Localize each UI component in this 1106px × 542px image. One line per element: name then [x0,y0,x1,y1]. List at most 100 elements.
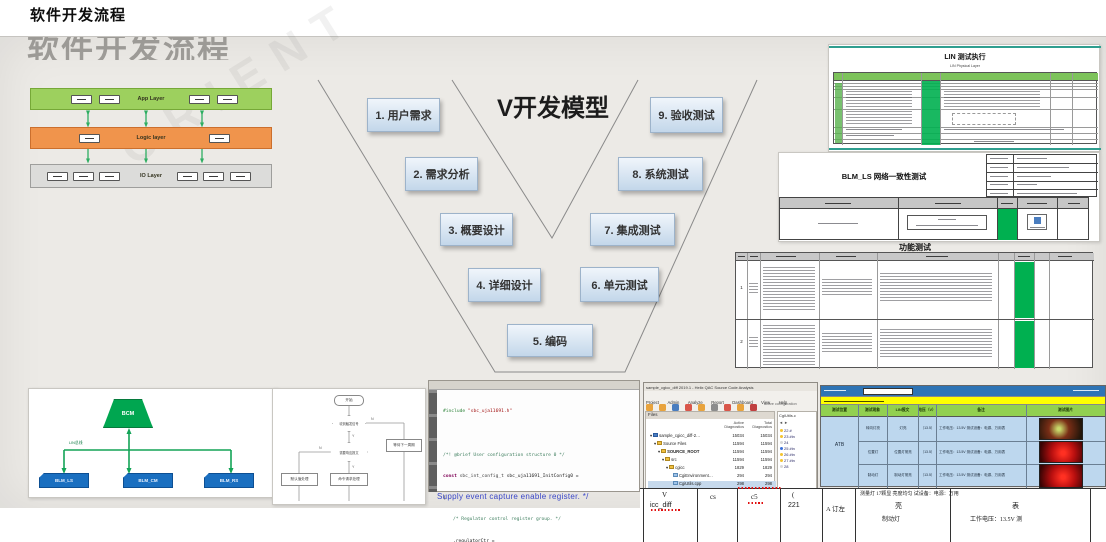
outline-line: 22 # [780,428,795,434]
excel-input-cell[interactable] [863,387,913,395]
toolbar-icon[interactable] [684,404,692,412]
blm-pass-cell [998,209,1017,240]
caret-icon[interactable]: ▾ [658,449,661,454]
vmodel-title: V开发模型 [497,95,610,122]
flow-box-mid: 命令请求处理 [330,473,368,486]
file-icon [673,481,678,485]
app-module-chip [189,95,210,104]
io-layer-bar: IO Layer [30,164,272,188]
folder-icon [665,457,671,461]
menu-report[interactable]: Report [711,400,724,405]
topology-diagram: BCM LIN总线 BLM_LS BLM_CM BLM_RS [28,388,278,498]
strip-partial-line: 测量灯 17颗显 亮度均匀 试设备：电源：万用 [860,492,959,497]
toolbar-icon[interactable] [723,404,731,412]
active-configuration-label: active configuration [764,402,797,406]
strip-text: icc_diff [650,502,672,509]
io-layer-label: IO Layer [139,173,162,179]
excel-cell: （13.5） [920,426,935,430]
test-photo [1039,441,1083,463]
flow-label-yes-1: Y [352,434,355,438]
editor-tab[interactable]: LinStApp.h × [487,389,516,390]
flow-box-right: 等待下一周期 [386,439,422,452]
folder-icon [657,441,663,445]
info-dot-icon [780,441,783,444]
strip-cell-border [737,489,738,542]
outline-line: 26 #in [780,452,795,458]
file-icon [673,473,678,477]
menu-view[interactable]: View [761,400,771,405]
vmodel-box-acceptance-test: 9. 验收测试 [650,97,723,133]
outline-lines[interactable]: 22 # 23 #in 24 25 #in 26 #in 27 #in 28 [780,428,795,470]
app-module-chip [99,95,120,104]
outline-line: 23 #in [780,434,795,440]
editor-gutter-bar[interactable] [429,390,437,492]
func-pass-cell-2 [1015,321,1034,368]
caret-icon[interactable]: ▾ [654,441,657,446]
toolbar-icon[interactable] [671,404,679,412]
menu-admin[interactable]: Admin [667,400,680,405]
excel-cell: 位置灯 [867,450,879,454]
toolbar-gear-icon[interactable] [710,404,718,412]
lin-bus-label: LIN总线 [69,441,83,445]
blm-table-header [779,197,1089,210]
blm-doc-title: BLM_LS 网络一致性测试 [841,172,927,181]
blm-embedded-object [907,215,987,230]
toolbar-icon[interactable] [736,404,744,412]
function-test-table: 1 2 [735,252,1094,369]
flow-label-yes-2: Y [352,465,355,469]
code-line: /* Regulator control register group. */ [453,517,561,523]
caret-icon[interactable]: ▾ [650,433,653,438]
editor-code-area[interactable]: #include "sbc_uja11691.h" /*! @brief Use… [443,394,637,542]
warning-dot-icon [780,459,783,462]
vmodel-box-detail-design: 4. 详细设计 [468,268,541,302]
editor-tab[interactable]: LinMgr.c × [516,389,541,390]
code-line: #include "sbc_uja11691.h" [443,409,513,415]
menu-help[interactable]: Help [778,400,788,405]
files-panel-header: Files [646,412,774,419]
toolbar-icon[interactable] [749,404,757,412]
editor-tab-active[interactable]: sbc_uja11691.c × [541,389,578,390]
outline-panel-title: CgiUtils.c [779,413,796,418]
lin-test-doc: LIN 测试执行 LIN Physical Layer [828,44,1101,152]
io-module-chip [177,172,198,181]
code-line: { [443,495,446,501]
strip-cell-border [643,489,644,542]
qac-toolbar: active configuration [646,399,816,412]
editor-tab[interactable]: LinStApp.c × [458,389,487,390]
io-module-chip [203,172,224,181]
menu-project[interactable]: Project [646,400,660,405]
excel-header: LIN报文 [895,408,910,412]
strip-cell-border [697,489,698,542]
outline-nav[interactable]: ◄ ► [779,420,788,425]
strip-text: c5 [751,493,758,501]
spellcheck-squiggle [651,509,680,511]
nav-forward-icon[interactable]: ► [784,420,789,425]
toolbar-icon[interactable] [646,404,653,412]
io-module-chip [99,172,120,181]
func-pass-cell-1 [1015,262,1034,318]
toolbar-icon[interactable] [658,404,666,412]
topology-node-mid: BLM_CM [123,473,173,488]
menu-dashboard[interactable]: Dashboard [732,400,753,405]
caret-icon[interactable]: ▾ [662,457,665,462]
func-row2-number: 2 [740,339,743,344]
excel-cell: 灯亮 [899,426,907,430]
toolbar-icon[interactable] [697,404,705,412]
flow-label-no-2: N [319,446,322,450]
outline-line: 24 [780,440,795,446]
warning-dot-icon [780,435,783,438]
excel-cell: 工作电压：13.5V 测试设备：电源、万用表 [939,426,1006,430]
nav-back-icon[interactable]: ◄ [779,420,783,425]
caret-icon[interactable]: ▾ [666,465,669,470]
menu-analyze[interactable]: Analyze [687,400,703,405]
